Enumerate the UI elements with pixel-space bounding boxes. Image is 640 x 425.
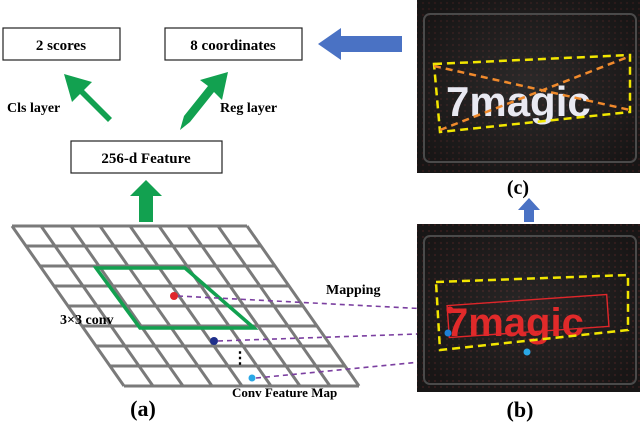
reg-layer-label: Reg layer [220,101,277,116]
ellipsis-mark: ⋮ [232,350,248,367]
cyan-point-b [523,348,531,356]
cls-layer-label: Cls layer [7,101,60,116]
coordinates-label: 8 coordinates [190,38,276,54]
feature-map-label: Conv Feature Map [232,385,337,400]
panel-a-label: (a) [130,396,156,421]
green-arrow-cls [64,74,112,130]
yellow-box-c [432,53,632,134]
orange-diag-1 [433,64,631,112]
yellow-box-b [434,273,630,352]
photo-b: 7magic [417,224,640,392]
green-arrow-up [130,180,162,222]
feature-box: 256-d Feature [70,140,223,174]
feature-label: 256-d Feature [101,151,191,167]
blue-arrow-left [318,28,402,60]
orange-diag-2 [439,55,629,132]
logo-text-b: 7magic [446,301,584,345]
conv-window [92,266,259,330]
coordinates-box: 8 coordinates [164,27,303,61]
red-point [170,292,178,300]
mapping-label: Mapping [326,283,380,298]
blue-arrow-up [518,198,540,222]
red-point-b [446,306,454,314]
conv-label: 3×3 conv [60,313,113,328]
cyan-point [248,374,256,382]
panel-b-label: (b) [507,397,534,422]
photo-c: 7magic [417,0,640,173]
red-anchor-box [446,293,610,339]
scores-box: 2 scores [2,27,121,61]
blue-point-b [444,329,452,337]
scores-label: 2 scores [36,38,86,54]
green-arrow-reg [180,72,228,130]
panel-c-label: (c) [507,177,529,199]
conv-feature-grid [10,224,361,388]
navy-point [210,337,218,345]
